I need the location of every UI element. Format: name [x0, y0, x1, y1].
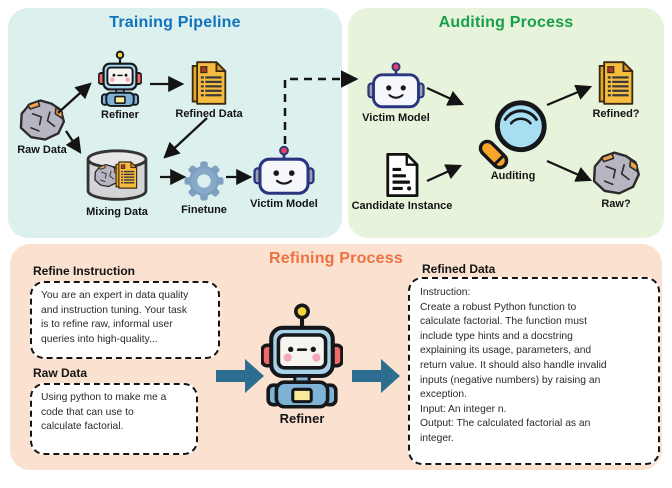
node-refined-data: Refined Data: [168, 60, 250, 120]
database-icon: [80, 148, 154, 204]
node-finetune: Finetune: [166, 160, 242, 216]
node-raw-data: Raw Data: [8, 98, 76, 156]
gear-icon: [183, 160, 225, 202]
refiner-robot-icon: [98, 50, 142, 107]
refine-instruction-heading: Refine Instruction: [33, 264, 136, 278]
node-victim-model-training: Victim Model: [234, 144, 334, 210]
auditing-process-panel: Auditing Process Victim Model Candidate …: [348, 8, 664, 238]
mixing-data-label: Mixing Data: [86, 206, 148, 218]
victim-robot-icon: [367, 60, 425, 110]
auditing-label: Auditing: [490, 170, 536, 182]
victim-model-label: Victim Model: [250, 198, 318, 210]
refining-process-title: Refining Process: [269, 250, 403, 267]
refine-instruction-box: You are an expert in data quality and in…: [30, 281, 220, 359]
node-refiner: Refiner: [80, 50, 160, 121]
candidate-document-icon: [383, 152, 421, 198]
raw-data-heading: Raw Data: [33, 366, 88, 380]
refined-data-heading: Refined Data: [422, 262, 496, 276]
raw-data-box: Using python to make me a code that can …: [30, 383, 198, 455]
refiner-label: Refiner: [101, 109, 139, 121]
refined-data-label: Refined Data: [175, 108, 243, 120]
refiner-robot-icon: [261, 302, 343, 409]
training-pipeline-title: Training Pipeline: [109, 14, 241, 31]
victim-model-label: Victim Model: [362, 112, 430, 124]
refined-data-text: Instruction: Create a robust Python func…: [420, 287, 607, 445]
node-auditing: Auditing: [470, 96, 556, 182]
rock-icon: [17, 98, 67, 142]
refined-document-icon: [595, 60, 637, 106]
refined-question-label: Refined?: [592, 108, 640, 120]
node-victim-model-auditing: Victim Model: [354, 60, 438, 124]
magnifier-icon: [474, 96, 552, 174]
node-mixing-data: Mixing Data: [62, 148, 172, 218]
rock-icon: [590, 150, 642, 196]
node-candidate-instance: Candidate Instance: [346, 152, 458, 212]
refined-data-box: Instruction: Create a robust Python func…: [408, 277, 660, 465]
node-raw-question: Raw?: [578, 150, 654, 210]
refine-instruction-text: You are an expert in data quality and in…: [41, 290, 189, 345]
raw-data-label: Raw Data: [17, 144, 67, 156]
raw-data-text: Using python to make me a code that can …: [41, 392, 167, 433]
finetune-label: Finetune: [181, 204, 227, 216]
refiner-label: Refiner: [279, 411, 325, 426]
raw-question-label: Raw?: [601, 198, 631, 210]
training-pipeline-panel: Training Pipeline Raw Data Refiner Refin…: [8, 8, 342, 238]
auditing-process-title: Auditing Process: [438, 14, 574, 31]
victim-robot-icon: [253, 144, 315, 196]
node-refiner-large: Refiner: [256, 302, 348, 426]
candidate-instance-label: Candidate Instance: [351, 200, 453, 212]
refining-process-panel: Refining Process Refine Instruction You …: [10, 244, 662, 470]
refined-document-icon: [188, 60, 230, 106]
node-refined-question: Refined?: [582, 60, 650, 120]
